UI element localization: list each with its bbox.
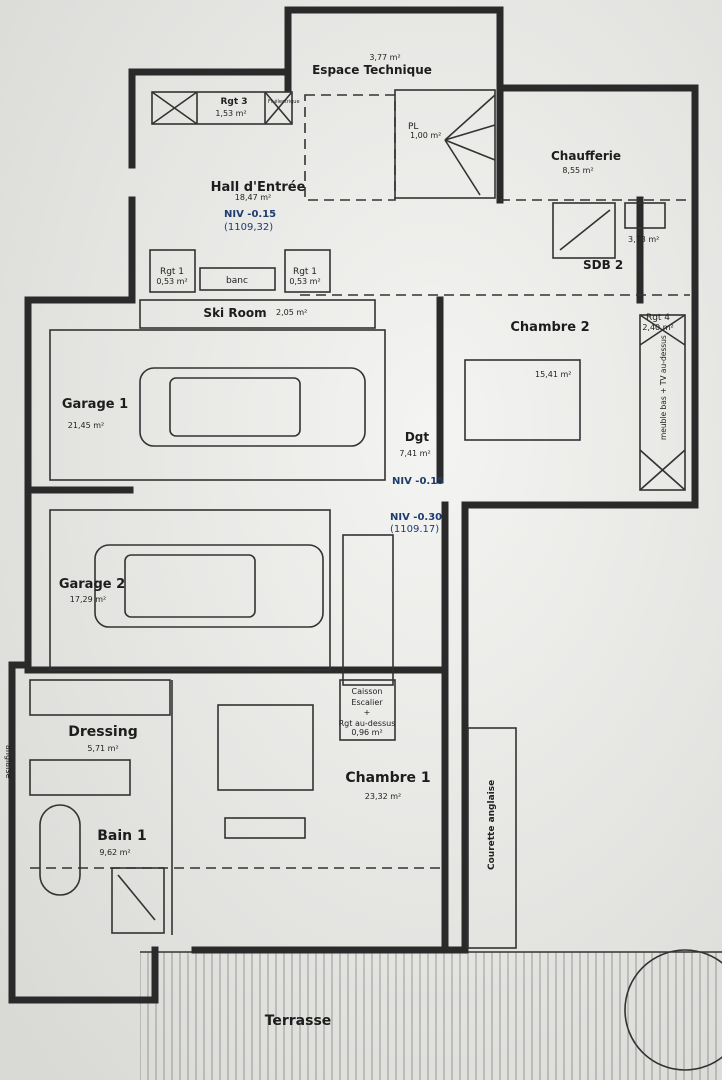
bain1-label: Bain 1 — [97, 828, 147, 844]
dgt-label: Dgt — [405, 430, 430, 444]
sdb2-label: SDB 2 — [583, 258, 623, 272]
caisson-line3: + — [364, 708, 371, 717]
garage1-area: 21,45 m² — [68, 421, 104, 430]
pl-label: PL — [408, 122, 418, 132]
ski-room-label: Ski Room — [203, 306, 266, 320]
garage1-label: Garage 1 — [62, 397, 128, 412]
garage2-area: 17,29 m² — [70, 595, 106, 604]
rgt1-left-label: Rgt 1 — [160, 267, 184, 277]
dgt-area: 7,41 m² — [399, 449, 430, 458]
caisson-line1: Caisson — [351, 687, 382, 696]
caisson-line4: Rgt au-dessus — [339, 719, 396, 728]
rgt1-right-area: 0,53 m² — [289, 277, 320, 286]
chaufferie-area: 8,55 m² — [562, 166, 593, 175]
chambre2-area: 15,41 m² — [535, 370, 571, 379]
dressing-area: 5,71 m² — [87, 744, 118, 753]
courette-left-label: anglaise — [4, 745, 13, 779]
hall-area: 18,47 m² — [235, 193, 271, 202]
espace-technique-label: Espace Technique — [312, 63, 432, 77]
car-garage-1 — [139, 367, 366, 447]
chambre2-label: Chambre 2 — [510, 320, 589, 335]
room-labels: 3,77 m² Espace Technique Rgt 3 1,53 m² F… — [4, 53, 674, 1029]
ski-room-area: 2,05 m² — [276, 308, 307, 317]
hall-label: Hall d'Entrée — [211, 180, 306, 195]
stair-level: NIV -0.30 — [390, 512, 442, 523]
caisson-line2: Escalier — [351, 698, 383, 707]
hall-level: NIV -0.15 — [224, 209, 276, 220]
car-garage-2 — [94, 544, 324, 628]
chambre1-area: 23,32 m² — [365, 792, 401, 801]
rgt4-label: Rgt 4 — [646, 313, 670, 323]
terrasse-area — [140, 951, 722, 1080]
garage2-label: Garage 2 — [59, 577, 125, 592]
dgt-level: NIV -0.15 — [392, 476, 444, 487]
banc-label: banc — [226, 276, 248, 286]
sdb2-area: 3,73 m² — [628, 235, 659, 244]
ft-electrique-label: Ft électrique — [268, 98, 300, 105]
chambre1-label: Chambre 1 — [345, 770, 430, 786]
rgt1-left-area: 0,53 m² — [156, 277, 187, 286]
espace-technique-area: 3,77 m² — [369, 53, 400, 62]
bain1-area: 9,62 m² — [99, 848, 130, 857]
chaufferie-label: Chaufferie — [551, 149, 621, 163]
rgt3-area: 1,53 m² — [215, 109, 246, 118]
pl-area: 1,00 m² — [410, 131, 441, 140]
meuble-label: meuble bas + TV au-dessus — [659, 335, 668, 440]
terrasse-label: Terrasse — [265, 1013, 332, 1029]
interior-lines — [29, 89, 722, 1071]
rgt1-right-label: Rgt 1 — [293, 267, 317, 277]
hall-altitude: (1109,32) — [224, 222, 273, 233]
caisson-area: 0,96 m² — [351, 728, 382, 737]
courette-label: Courette anglaise — [487, 780, 497, 870]
stair-altitude: (1109.17) — [390, 524, 439, 535]
rgt3-label: Rgt 3 — [220, 97, 247, 107]
rgt4-area: 2,40 m² — [642, 323, 673, 332]
dressing-label: Dressing — [68, 724, 137, 740]
